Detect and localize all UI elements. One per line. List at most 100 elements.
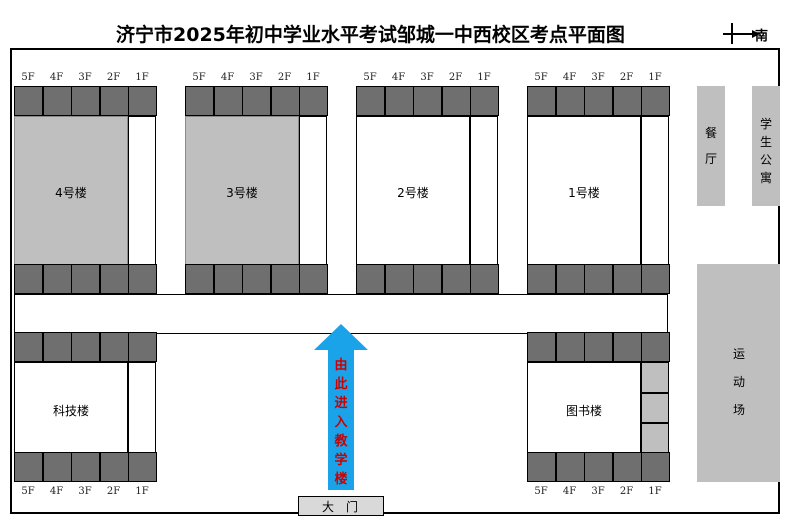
classroom xyxy=(555,332,585,362)
classroom xyxy=(42,332,72,362)
library-label: 图书楼 xyxy=(565,404,602,418)
floor-label: 1F xyxy=(648,486,662,497)
building-4-corridor xyxy=(128,116,156,266)
classroom xyxy=(584,332,613,362)
classroom xyxy=(71,452,100,482)
dorm-char: 寓 xyxy=(759,171,772,185)
classroom xyxy=(413,264,442,294)
classroom xyxy=(612,452,642,482)
floor-label: 4F xyxy=(49,72,64,83)
classroom xyxy=(441,86,471,116)
sports-field xyxy=(697,264,780,482)
floor-label: 2F xyxy=(619,486,634,497)
student-dorm xyxy=(752,86,780,206)
classroom xyxy=(384,86,414,116)
main-gate-label: 大门 xyxy=(321,500,370,514)
library-side-room xyxy=(641,362,669,393)
classroom xyxy=(584,452,613,482)
floor-label: 4F xyxy=(391,72,406,83)
classroom xyxy=(527,332,556,362)
building-1-core xyxy=(527,116,641,266)
arrow-char: 此 xyxy=(334,377,348,392)
classroom xyxy=(270,264,300,294)
classroom xyxy=(527,264,556,294)
floor-label: 4F xyxy=(220,72,235,83)
classroom xyxy=(128,332,157,362)
classroom xyxy=(555,264,585,294)
floor-label: 5F xyxy=(363,72,377,83)
classroom xyxy=(71,264,100,294)
floor-label: 5F xyxy=(192,72,206,83)
library-side-room xyxy=(641,423,669,454)
floor-label: 5F xyxy=(534,72,548,83)
arrow-char: 教 xyxy=(334,434,348,449)
entry-arrow-icon xyxy=(314,324,368,490)
classroom xyxy=(441,264,471,294)
floor-label: 3F xyxy=(591,72,605,83)
classroom xyxy=(527,86,556,116)
classroom xyxy=(99,332,129,362)
arrow-char: 由 xyxy=(334,358,348,373)
student-dorm-label: 学 生 公 寓 xyxy=(759,115,773,187)
classroom xyxy=(42,264,72,294)
classroom xyxy=(356,264,385,294)
classroom xyxy=(14,452,43,482)
classroom xyxy=(242,264,271,294)
classroom xyxy=(71,86,100,116)
page-title: 济宁市2025年初中学业水平考试邹城一中西校区考点平面图 xyxy=(116,24,625,46)
classroom xyxy=(242,86,271,116)
arrow-char: 进 xyxy=(334,396,348,411)
floor-label: 1F xyxy=(477,72,491,83)
library-side-room xyxy=(641,393,669,423)
classroom xyxy=(470,86,499,116)
classroom xyxy=(99,86,129,116)
classroom xyxy=(612,86,642,116)
building-1-corridor xyxy=(641,116,669,266)
classroom xyxy=(641,86,670,116)
classroom xyxy=(384,264,414,294)
classroom xyxy=(555,452,585,482)
floor-label: 2F xyxy=(448,72,463,83)
building-4-label: 4号楼 xyxy=(55,186,87,200)
floor-label: 4F xyxy=(562,72,577,83)
classroom xyxy=(213,264,243,294)
arrow-char: 楼 xyxy=(334,472,348,487)
dorm-char: 公 xyxy=(759,153,772,167)
classroom xyxy=(555,86,585,116)
classroom xyxy=(641,452,670,482)
classroom xyxy=(185,86,214,116)
floor-label: 1F xyxy=(306,72,320,83)
classroom xyxy=(71,332,100,362)
classroom xyxy=(299,264,328,294)
classroom xyxy=(413,86,442,116)
classroom xyxy=(128,264,157,294)
classroom xyxy=(612,264,642,294)
sports-char: 场 xyxy=(732,403,745,417)
classroom xyxy=(527,452,556,482)
floor-label: 1F xyxy=(648,72,662,83)
classroom xyxy=(14,86,43,116)
science-building-core xyxy=(14,362,128,454)
compass-label: 南 xyxy=(755,29,769,44)
classroom xyxy=(299,86,328,116)
classroom xyxy=(128,86,157,116)
floor-label: 5F xyxy=(21,72,35,83)
building-4-core xyxy=(14,116,128,266)
classroom xyxy=(14,332,43,362)
floor-label: 2F xyxy=(619,72,634,83)
canteen-char: 厅 xyxy=(704,152,717,166)
classroom xyxy=(641,332,670,362)
sports-field-label: 运 动 场 xyxy=(732,340,746,424)
classroom xyxy=(470,264,499,294)
dorm-char: 学 xyxy=(759,117,772,131)
classroom xyxy=(42,86,72,116)
classroom xyxy=(584,86,613,116)
building-3-core xyxy=(185,116,299,266)
arrow-char: 学 xyxy=(334,453,348,468)
canteen-label: 餐 厅 xyxy=(704,124,718,168)
floor-label: 3F xyxy=(591,486,605,497)
canteen-char: 餐 xyxy=(704,126,717,140)
canteen xyxy=(697,86,725,206)
classroom xyxy=(99,452,129,482)
classroom xyxy=(612,332,642,362)
